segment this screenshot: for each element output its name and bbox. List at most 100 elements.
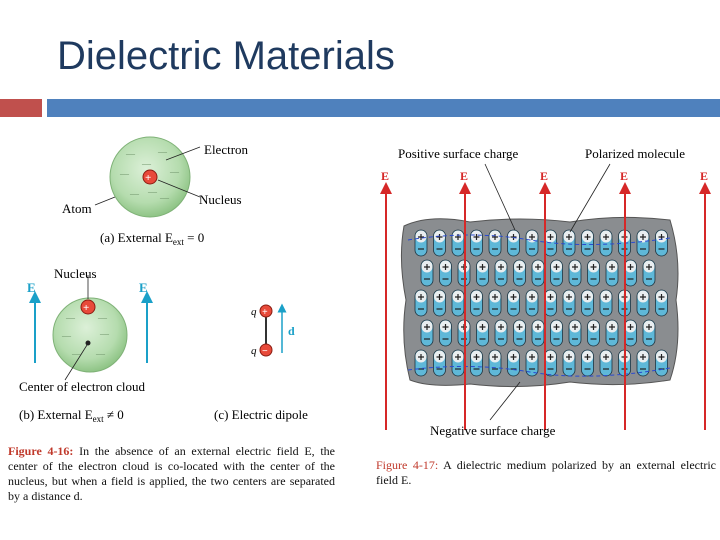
plus-sign-icon bbox=[603, 294, 609, 300]
plus-sign-icon bbox=[547, 294, 554, 300]
plus-sign-icon bbox=[584, 294, 591, 300]
caption-a-sub: ext bbox=[173, 237, 184, 247]
plus-sign-icon bbox=[455, 294, 461, 300]
plus-sign-icon bbox=[553, 324, 560, 330]
field-label-left: E bbox=[27, 280, 36, 295]
field-label-4: E bbox=[620, 169, 628, 183]
plus-sign-icon bbox=[510, 294, 517, 300]
plus-sign-icon bbox=[627, 324, 634, 330]
caption-c: (c) Electric dipole bbox=[214, 407, 308, 422]
plus-sign-icon bbox=[498, 264, 504, 270]
plus-sign-icon bbox=[584, 234, 591, 240]
caption-b-sub: ext bbox=[93, 414, 104, 424]
plus-sign-icon bbox=[646, 324, 652, 330]
svg-text:—: — bbox=[61, 331, 72, 341]
plus-sign-icon bbox=[455, 354, 461, 360]
figure-4-17-caption: Figure 4-17: A dielectric medium polariz… bbox=[376, 458, 716, 488]
field-arrows bbox=[380, 182, 711, 430]
plus-sign-icon bbox=[566, 294, 572, 300]
plus-sign-icon bbox=[609, 264, 615, 270]
plus-sign-icon bbox=[418, 234, 424, 240]
plus-sign-icon bbox=[590, 264, 597, 270]
svg-text:—: — bbox=[125, 149, 136, 159]
svg-text:+: + bbox=[145, 172, 151, 184]
plus-sign-icon bbox=[473, 234, 480, 240]
plus-sign-icon bbox=[436, 294, 443, 300]
svg-text:—: — bbox=[95, 349, 106, 359]
plus-sign-icon bbox=[436, 234, 443, 240]
svg-text:+: + bbox=[262, 307, 268, 318]
plus-sign-icon bbox=[424, 324, 430, 330]
field-label-3: E bbox=[540, 169, 548, 183]
plus-sign-icon bbox=[572, 264, 578, 270]
slide-title: Dielectric Materials bbox=[57, 34, 395, 78]
plus-sign-icon bbox=[516, 324, 523, 330]
plus-sign-icon bbox=[473, 354, 480, 360]
figure-4-16-text: In the absence of an external electric f… bbox=[8, 444, 335, 503]
plus-sign-icon bbox=[640, 354, 646, 360]
plus-sign-icon bbox=[529, 234, 535, 240]
plus-sign-icon bbox=[442, 264, 449, 270]
plus-sign-icon bbox=[492, 294, 498, 300]
plus-sign-icon bbox=[498, 324, 504, 330]
plus-sign-icon bbox=[603, 234, 609, 240]
nucleus-label-b: Nucleus bbox=[54, 266, 97, 281]
caption-b-tail: ≠ 0 bbox=[104, 407, 124, 422]
svg-text:—: — bbox=[141, 159, 152, 169]
plus-sign-icon bbox=[640, 294, 646, 300]
plus-sign-icon bbox=[510, 354, 517, 360]
field-label-1: E bbox=[381, 169, 389, 183]
atom-label: Atom bbox=[62, 201, 92, 216]
caption-a: (a) External E bbox=[100, 230, 173, 245]
figure-4-16-label: Figure 4-16: bbox=[8, 444, 74, 458]
cloud-center-dot bbox=[85, 340, 91, 346]
plus-sign-icon bbox=[590, 324, 597, 330]
svg-text:—: — bbox=[129, 189, 140, 199]
plus-sign-icon bbox=[572, 324, 578, 330]
dipole-q-top: q bbox=[251, 306, 257, 318]
plus-sign-icon bbox=[658, 294, 665, 300]
plus-sign-icon bbox=[584, 354, 591, 360]
svg-text:—: — bbox=[65, 313, 76, 323]
nucleus-b bbox=[80, 299, 96, 315]
svg-text:—: — bbox=[157, 147, 168, 157]
plus-sign-icon bbox=[566, 354, 572, 360]
plus-sign-icon bbox=[547, 234, 554, 240]
svg-text:—: — bbox=[147, 187, 158, 197]
figure-4-16: —— —— —— —— + Electron Nucleus Atom (a) … bbox=[19, 136, 308, 424]
plus-sign-icon bbox=[418, 354, 424, 360]
plus-sign-icon bbox=[436, 354, 443, 360]
field-label-2: E bbox=[460, 169, 468, 183]
center-label: Center of electron cloud bbox=[19, 379, 145, 394]
plus-sign-icon bbox=[535, 324, 541, 330]
svg-text:(b) External Eext ≠ 0: (b) External Eext ≠ 0 bbox=[19, 407, 124, 424]
plus-sign-icon bbox=[418, 294, 424, 300]
plus-sign-icon bbox=[442, 324, 449, 330]
polarized-molecule-label: Polarized molecule bbox=[585, 146, 685, 161]
svg-text:—: — bbox=[99, 329, 110, 339]
negative-surface-label: Negative surface charge bbox=[430, 423, 556, 438]
field-label-5: E bbox=[700, 169, 708, 183]
plus-sign-icon bbox=[553, 264, 560, 270]
svg-text:—: — bbox=[97, 313, 108, 323]
dipole-d: d bbox=[288, 324, 295, 338]
plus-sign-icon bbox=[566, 234, 572, 240]
plus-sign-icon bbox=[658, 354, 665, 360]
nucleus-a bbox=[142, 169, 158, 185]
atom-a: —— —— —— —— + bbox=[94, 136, 201, 218]
plus-sign-icon bbox=[535, 264, 541, 270]
figure-4-16-caption: Figure 4-16: In the absence of an extern… bbox=[8, 444, 335, 504]
plus-sign-icon bbox=[547, 354, 554, 360]
caption-b: (b) External E bbox=[19, 407, 93, 422]
plus-sign-icon bbox=[492, 234, 498, 240]
atom-b: —— —— —— + bbox=[29, 275, 153, 381]
plus-sign-icon bbox=[424, 264, 430, 270]
svg-text:—: — bbox=[159, 193, 170, 203]
figure-4-17: Positive surface charge Polarized molecu… bbox=[380, 146, 711, 438]
electron-label: Electron bbox=[204, 142, 249, 157]
plus-sign-icon bbox=[479, 264, 486, 270]
figure-4-17-label: Figure 4-17: bbox=[376, 458, 439, 472]
svg-text:+: + bbox=[83, 302, 89, 314]
accent-bar-blue bbox=[47, 99, 720, 117]
molecule-grid bbox=[414, 229, 668, 377]
